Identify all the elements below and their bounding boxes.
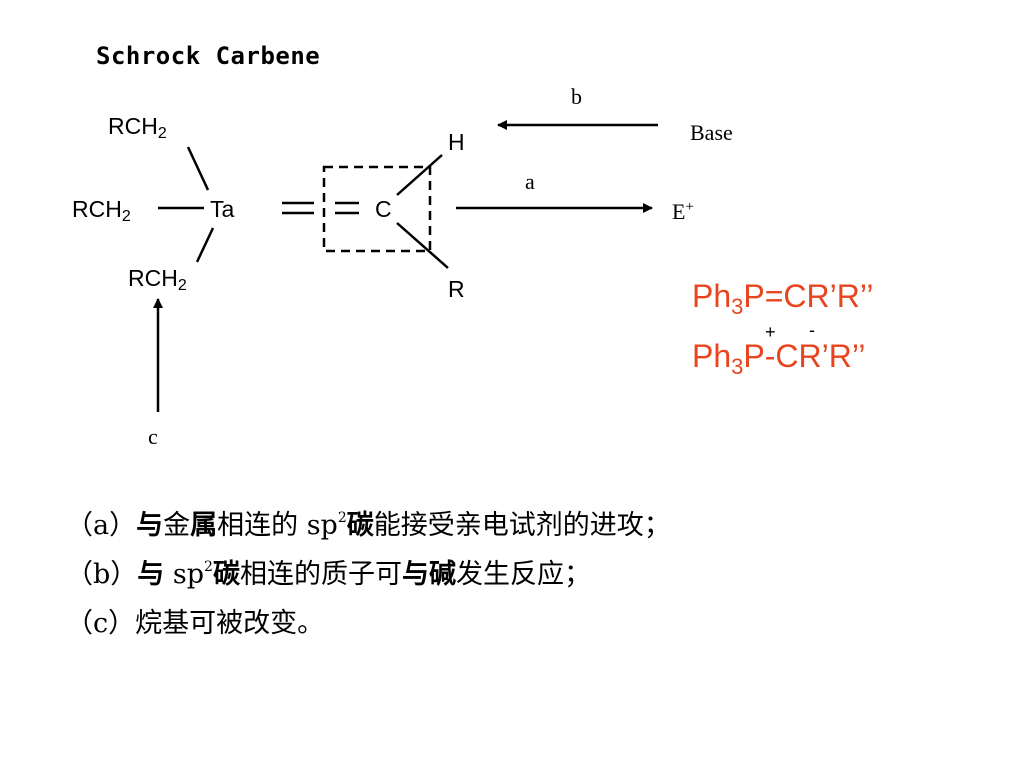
sp2-plane-box bbox=[322, 165, 432, 253]
tantalum-label: Ta bbox=[210, 196, 235, 222]
hydrogen-label: H bbox=[448, 129, 465, 155]
note-a: （a）与金属相连的 sp2碳能接受亲电试剂的进攻； bbox=[66, 510, 671, 541]
ylide-resonance-2: Ph3P-CR’R’’ bbox=[692, 338, 866, 379]
electrophile-label: E+ bbox=[672, 199, 694, 224]
rch2-left: RCH2 bbox=[72, 196, 131, 225]
rch2-top: RCH2 bbox=[108, 113, 167, 142]
note-b: （b）与 sp2碳相连的质子可与碱发生反应； bbox=[66, 559, 591, 590]
bond-c-r bbox=[396, 222, 449, 269]
rch2-bottom: RCH2 bbox=[128, 265, 187, 294]
arrow-c-label: c bbox=[148, 424, 158, 449]
page-title: Schrock Carbene bbox=[96, 42, 321, 70]
base-label: Base bbox=[690, 120, 733, 145]
bond-c-h bbox=[396, 154, 443, 196]
bond-bottom-rch2 bbox=[195, 227, 215, 263]
arrow-b-label: b bbox=[571, 84, 582, 109]
minus-charge: - bbox=[809, 320, 815, 340]
r-group-label: R bbox=[448, 276, 465, 302]
arrow-a-label: a bbox=[525, 169, 535, 194]
plus-charge: + bbox=[765, 322, 776, 342]
note-c: （c）烷基可被改变。 bbox=[66, 608, 325, 639]
ylide-resonance-1: Ph3P=CR’R’’ bbox=[692, 278, 874, 319]
carbon-label: C bbox=[375, 196, 392, 222]
bond-top-rch2 bbox=[186, 146, 210, 191]
